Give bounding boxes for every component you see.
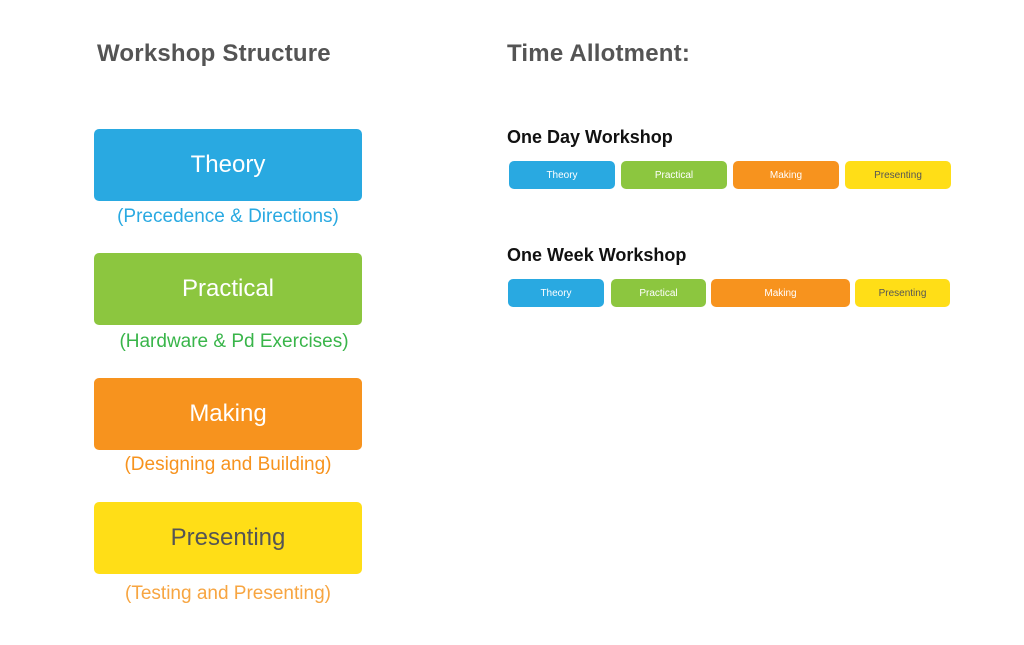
one-day-practical-label: Practical [654,169,694,181]
stage-presenting-caption: (Testing and Presenting) [125,583,331,604]
stage-making-box: Making [94,378,362,450]
stage-presenting-label: Presenting [170,524,286,551]
stage-presenting-box: Presenting [94,502,362,574]
one-week-presenting-label: Presenting [878,287,927,299]
stage-practical-label: Practical [181,275,275,302]
stage-theory-box: Theory [94,129,362,201]
one-week-presenting-bar: Presenting [855,279,950,307]
one-week-practical-label: Practical [639,287,678,299]
one-week-theory-label: Theory [540,287,572,299]
stage-practical-box: Practical [94,253,362,325]
one-week-theory-bar: Theory [508,279,604,307]
time-allotment-heading: Time Allotment: [507,40,691,67]
stage-making-caption: (Designing and Building) [124,454,332,475]
one-day-making-bar: Making [733,161,839,189]
one-day-practical-bar: Practical [621,161,727,189]
stage-practical-caption: (Hardware & Pd Exercises) [119,331,349,352]
one-day-theory-label: Theory [546,169,578,181]
stage-making-label: Making [189,400,267,427]
one-week-making-label: Making [764,287,797,299]
one-week-title: One Week Workshop [507,245,687,265]
workshop-structure-heading: Workshop Structure [97,40,331,67]
one-day-presenting-bar: Presenting [845,161,951,189]
one-day-theory-bar: Theory [509,161,615,189]
one-day-presenting-label: Presenting [874,169,922,181]
stage-theory-label: Theory [190,151,266,178]
one-day-title: One Day Workshop [507,127,673,147]
one-day-making-label: Making [769,169,803,181]
one-week-making-bar: Making [711,279,850,307]
stage-theory-caption: (Precedence & Directions) [117,206,339,227]
one-week-practical-bar: Practical [611,279,706,307]
